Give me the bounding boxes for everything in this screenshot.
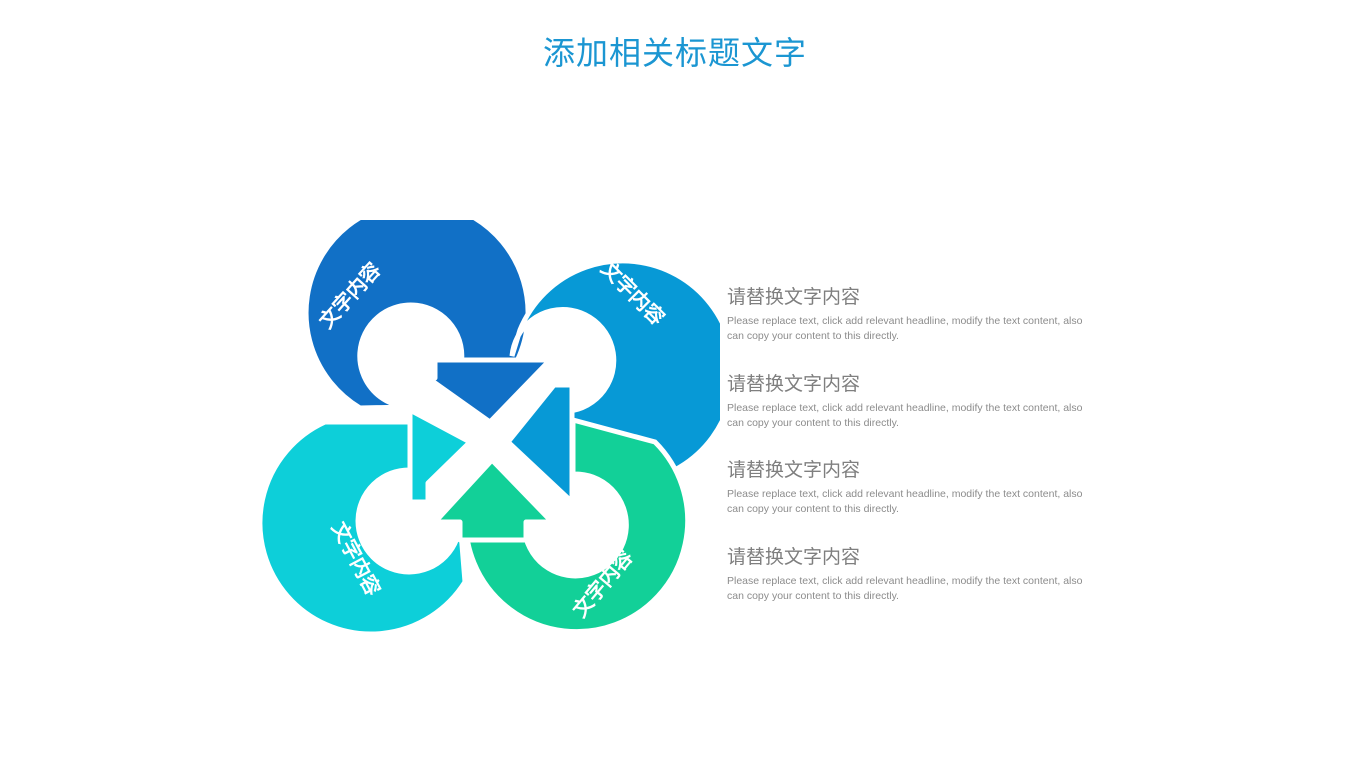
diagonal-gap-2 [412, 362, 568, 518]
list-item: 请替换文字内容 Please replace text, click add r… [727, 284, 1107, 371]
list-item: 请替换文字内容 Please replace text, click add r… [727, 457, 1107, 544]
segment-ring-bottom-left [260, 419, 468, 637]
item-body: Please replace text, click add relevant … [727, 401, 1083, 429]
page-title: 添加相关标题文字 [542, 34, 807, 72]
arrow-up-center [432, 457, 555, 543]
item-heading: 请替换文字内容 [727, 545, 861, 568]
list-item: 请替换文字内容 Please replace text, click add r… [727, 544, 1107, 631]
item-body: Please replace text, click add relevant … [727, 315, 1083, 342]
arrow-down-left [505, 382, 575, 505]
list-item: 请替换文字内容 Please replace text, click add r… [727, 371, 1107, 458]
item-body: Please replace text, click add relevant … [727, 574, 1083, 602]
item-heading: 请替换文字内容 [727, 459, 861, 481]
item-heading: 请替换文字内容 [727, 286, 861, 308]
item-body: Please replace text, click add relevant … [727, 488, 1083, 515]
description-list: 请替换文字内容 Please replace text, click add r… [727, 284, 1107, 630]
cycle-diagram: 文字内容 文字内容 文字内容 文字内容 [260, 220, 720, 660]
item-heading: 请替换文字内容 [727, 372, 861, 395]
